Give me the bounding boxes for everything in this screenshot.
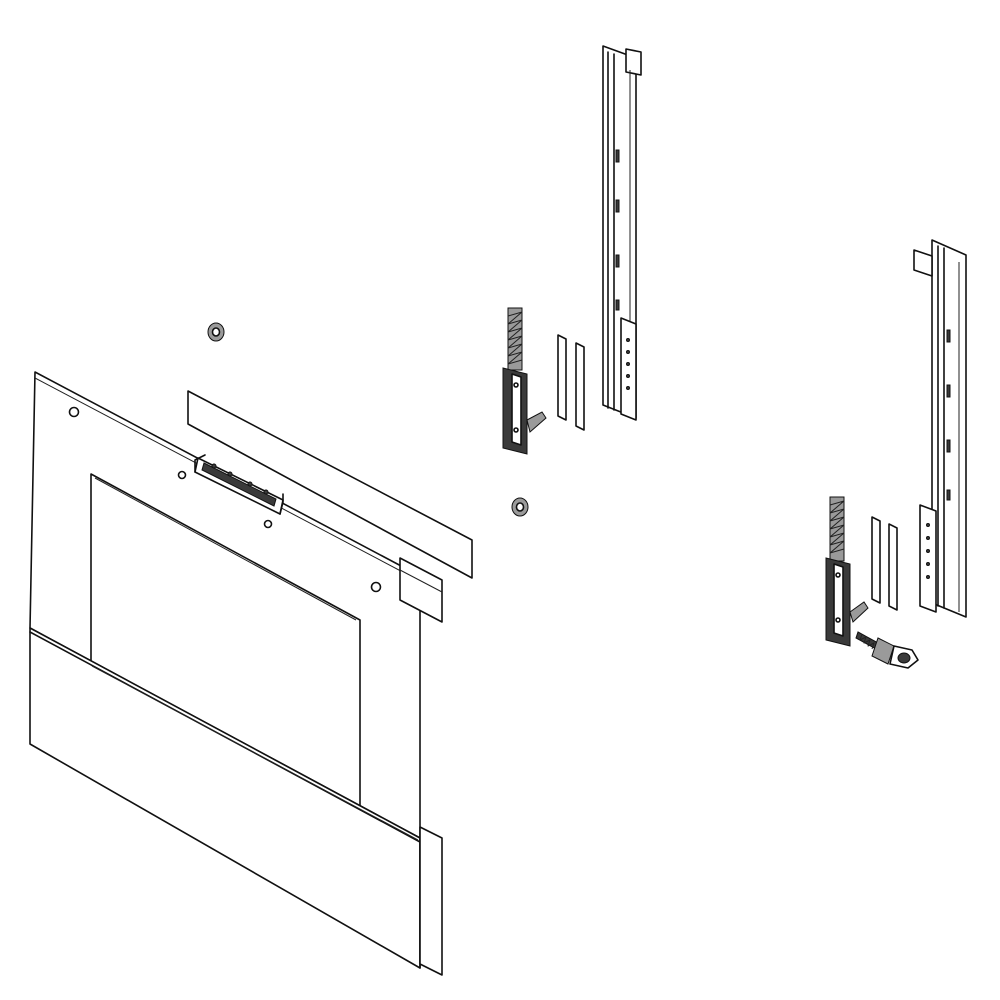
hinge-shim-left [557,334,585,431]
bumper-washer-middle [511,497,529,517]
door-hinge-left [502,307,547,455]
hinge-receiver-left [602,45,642,421]
door-handle-bar [194,454,284,515]
hinge-shim-right [871,516,898,611]
door-gasket-strip [187,390,473,579]
hinge-receiver-right [913,239,967,618]
hinge-screw [855,631,919,669]
door-label-plate [399,557,443,623]
door-lower-trim [29,627,443,976]
bumper-washer-top [207,322,225,342]
door-hinge-right [825,496,869,647]
